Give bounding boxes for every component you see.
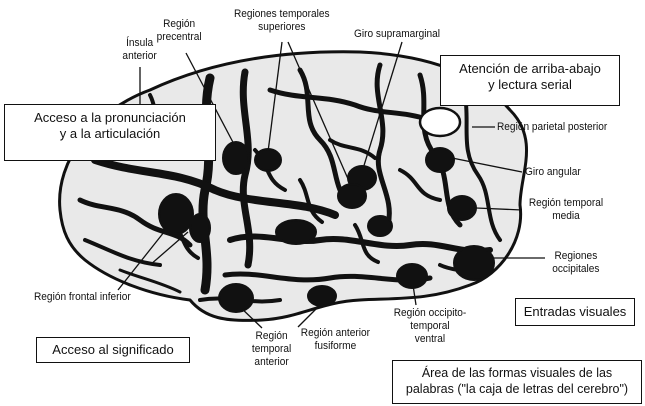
- region-temporal-mid: [276, 220, 316, 244]
- label-occipital: Regiones occipitales: [540, 250, 612, 276]
- box-visual-inputs: Entradas visuales: [515, 298, 635, 326]
- region-inferior-frontal: [159, 194, 193, 234]
- box-meaning: Acceso al significado: [36, 337, 190, 363]
- region-anterior-fusiform: [308, 286, 336, 306]
- region-anterior-temporal: [219, 284, 253, 312]
- region-posterior-parietal: [420, 108, 460, 136]
- box-pronunciation: Acceso a la pronunciación y a la articul…: [4, 104, 216, 161]
- label-supramarginal: Giro supramarginal: [354, 28, 440, 41]
- label-occipitotemporal: Región occipito- temporal ventral: [384, 307, 476, 346]
- label-angular: Giro angular: [525, 166, 581, 179]
- label-posterior-parietal: Región parietal posterior: [497, 121, 607, 134]
- label-precentral: Región precentral: [146, 18, 212, 44]
- label-anterior-fusiform: Región anterior fusiforme: [294, 327, 377, 353]
- region-superior-temporal-a: [255, 149, 281, 171]
- region-superior-temporal-b: [338, 184, 366, 208]
- box-vwfa: Área de las formas visuales de las palab…: [392, 360, 642, 404]
- region-precentral: [223, 142, 249, 174]
- region-middle-temporal: [448, 196, 476, 220]
- region-frontal-small: [190, 214, 210, 242]
- box-topdown: Atención de arriba-abajo y lectura seria…: [440, 55, 620, 106]
- region-occipital: [454, 246, 494, 280]
- label-inferior-frontal: Región frontal inferior: [34, 291, 131, 304]
- label-middle-temporal: Región temporal media: [520, 197, 612, 223]
- region-occipitotemporal: [397, 264, 427, 288]
- region-temporal-mid-b: [368, 216, 392, 236]
- label-anterior-temporal: Región temporal anterior: [244, 330, 299, 369]
- label-superior-temporal: Regiones temporales superiores: [222, 8, 342, 34]
- region-angular: [426, 148, 454, 172]
